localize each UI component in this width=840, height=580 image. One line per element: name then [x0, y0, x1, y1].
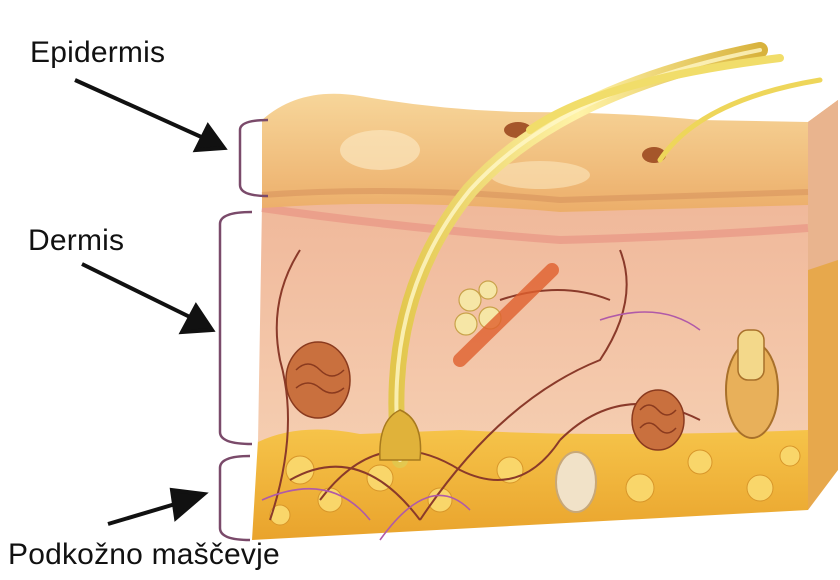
sweat-gland: [286, 342, 350, 418]
subcutaneous-fat-label: Podkožno maščevje: [8, 538, 280, 572]
subcutaneous-fat-layer: [252, 428, 808, 541]
block-side-face: [808, 100, 838, 510]
epidermis-arrow: [75, 80, 224, 150]
dermis-label: Dermis: [28, 224, 124, 258]
subcutaneous-arrow: [108, 490, 204, 524]
epidermis-label: Epidermis: [30, 36, 165, 70]
dermis-arrow: [82, 264, 212, 332]
epidermis-layer: [262, 94, 808, 212]
subcutaneous-bracket: [220, 456, 250, 540]
dermis-bracket: [220, 212, 252, 444]
